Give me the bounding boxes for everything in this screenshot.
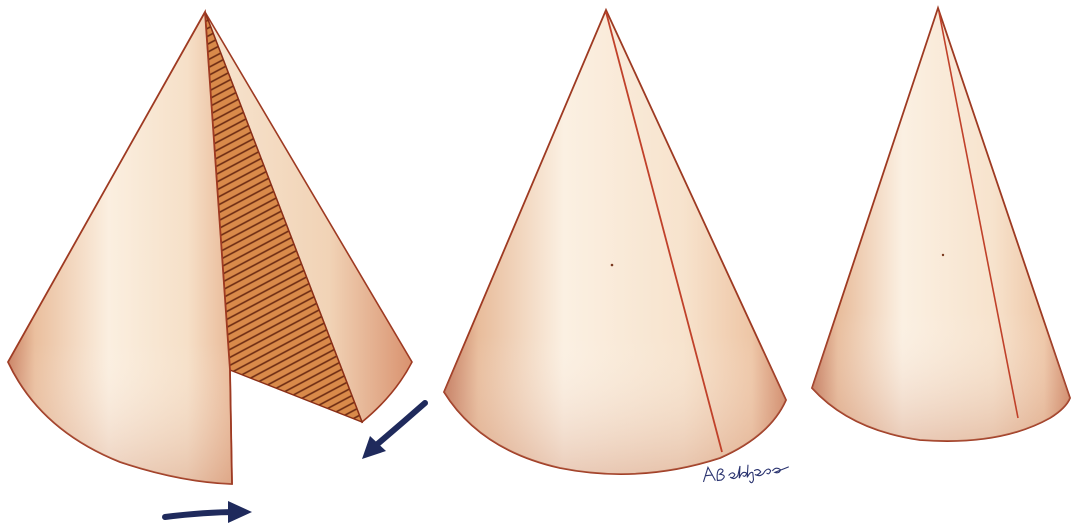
artist-signature [702,459,790,488]
narrow-cone [812,8,1070,441]
closed-cone [444,10,786,474]
open-cone [8,12,412,484]
arrow-lower-right [165,501,252,523]
